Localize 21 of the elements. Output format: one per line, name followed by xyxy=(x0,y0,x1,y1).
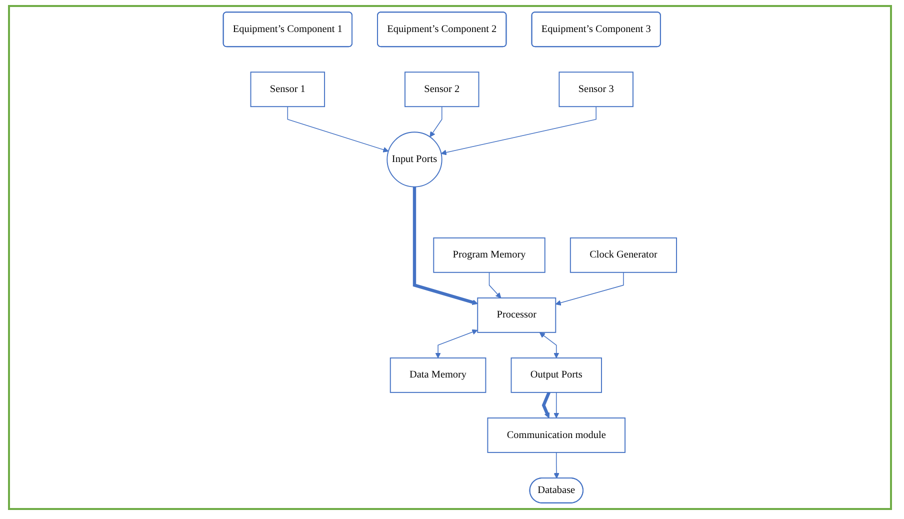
node-box: Sensor 2 xyxy=(404,72,480,108)
arrow xyxy=(542,392,551,418)
arrow xyxy=(435,329,478,358)
arrow xyxy=(554,452,560,479)
node-box: Communication module xyxy=(487,418,626,453)
node-box: Sensor 1 xyxy=(250,72,326,108)
arrow xyxy=(430,106,442,138)
arrow xyxy=(441,106,597,156)
node-box: Clock Generator xyxy=(570,237,678,273)
node-box: Output Ports xyxy=(510,357,602,393)
arrow xyxy=(555,272,624,306)
arrow xyxy=(287,106,389,152)
arrow xyxy=(488,272,502,298)
arrow xyxy=(539,332,560,358)
arrow xyxy=(412,186,478,305)
node-box: Data Memory xyxy=(390,357,486,393)
arrow xyxy=(554,392,560,418)
node-box: Sensor 3 xyxy=(558,72,634,108)
node-box: Program Memory xyxy=(433,237,546,273)
node-box: Processor xyxy=(477,297,556,333)
node-circle: Input Ports xyxy=(386,132,442,188)
